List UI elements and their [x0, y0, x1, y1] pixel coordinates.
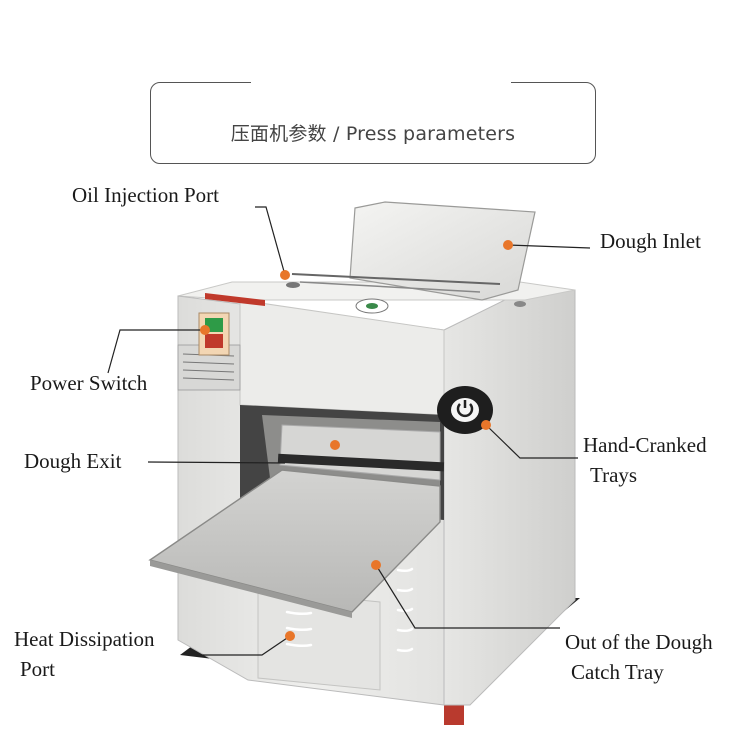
page-title: 压面机参数 / Press parameters — [230, 123, 516, 145]
leader-power-switch — [107, 329, 205, 374]
marker-dough-inlet — [503, 240, 513, 250]
title-frame-gap — [251, 80, 511, 86]
roller — [277, 453, 445, 472]
catch-tray — [148, 469, 441, 613]
marker-power-switch — [200, 325, 210, 335]
label-dough-inlet: Dough Inlet — [600, 229, 701, 253]
machine-side-panel — [443, 289, 576, 706]
oil-port — [286, 282, 300, 288]
marker-oil-port — [280, 270, 290, 280]
leader-oil-port — [255, 206, 286, 276]
leader-heat-dissipation — [189, 635, 291, 656]
leader-hand-crank — [485, 424, 578, 459]
marker-hand-crank — [481, 420, 491, 430]
leader-dough-exit — [147, 461, 286, 464]
power-switch-red — [205, 334, 223, 348]
label-hand-cranked-line1: Hand-Cranked — [583, 433, 707, 457]
leader-catch-tray — [375, 564, 560, 629]
label-power-switch: Power Switch — [30, 371, 148, 395]
label-catch-tray-line1: Out of the Dough — [565, 630, 713, 654]
warning-strip — [205, 293, 265, 306]
side-vent-slots — [396, 567, 414, 653]
upper-front-panel — [239, 299, 445, 416]
hopper-rail — [291, 273, 501, 285]
leader-dough-inlet — [507, 244, 591, 249]
label-heat-dissipation-line1: Heat Dissipation — [14, 627, 155, 651]
marker-dough-exit — [330, 440, 340, 450]
label-dough-exit: Dough Exit — [24, 449, 122, 473]
marker-heat-dissipation — [285, 631, 295, 641]
catch-tray-lip — [150, 560, 352, 618]
marker-catch-tray — [371, 560, 381, 570]
label-heat-dissipation-line2: Port — [20, 657, 56, 681]
label-hand-cranked-line2: Trays — [590, 463, 638, 487]
label-oil-injection-port: Oil Injection Port — [72, 183, 219, 207]
top-hole — [514, 301, 526, 307]
title-frame: 压面机参数 / Press parameters — [150, 80, 596, 164]
hopper-tray — [349, 201, 536, 301]
label-catch-tray-line2: Catch Tray — [571, 660, 664, 684]
